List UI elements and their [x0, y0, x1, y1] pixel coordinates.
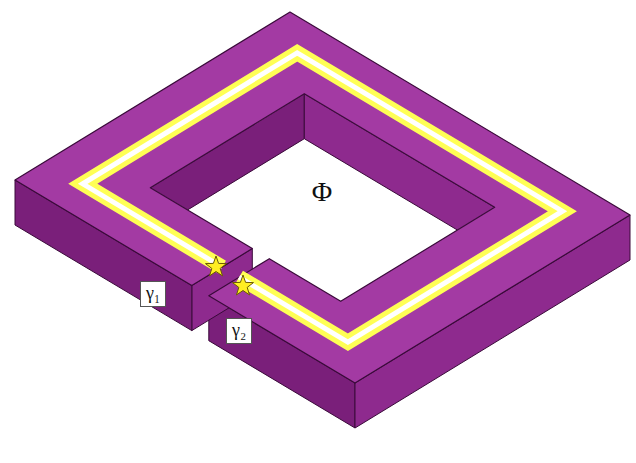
label-box: γ₂ [226, 318, 252, 344]
label-box: γ₁ [140, 281, 166, 307]
star-marker [206, 256, 227, 276]
greek-label: γ₂ [232, 320, 246, 340]
edge-stripe [83, 53, 563, 342]
greek-label: γ₁ [146, 283, 160, 303]
flux-label: Φ [312, 176, 332, 208]
edge-stripe-core [83, 53, 563, 342]
top-surface [15, 12, 630, 383]
star-marker [233, 275, 254, 295]
